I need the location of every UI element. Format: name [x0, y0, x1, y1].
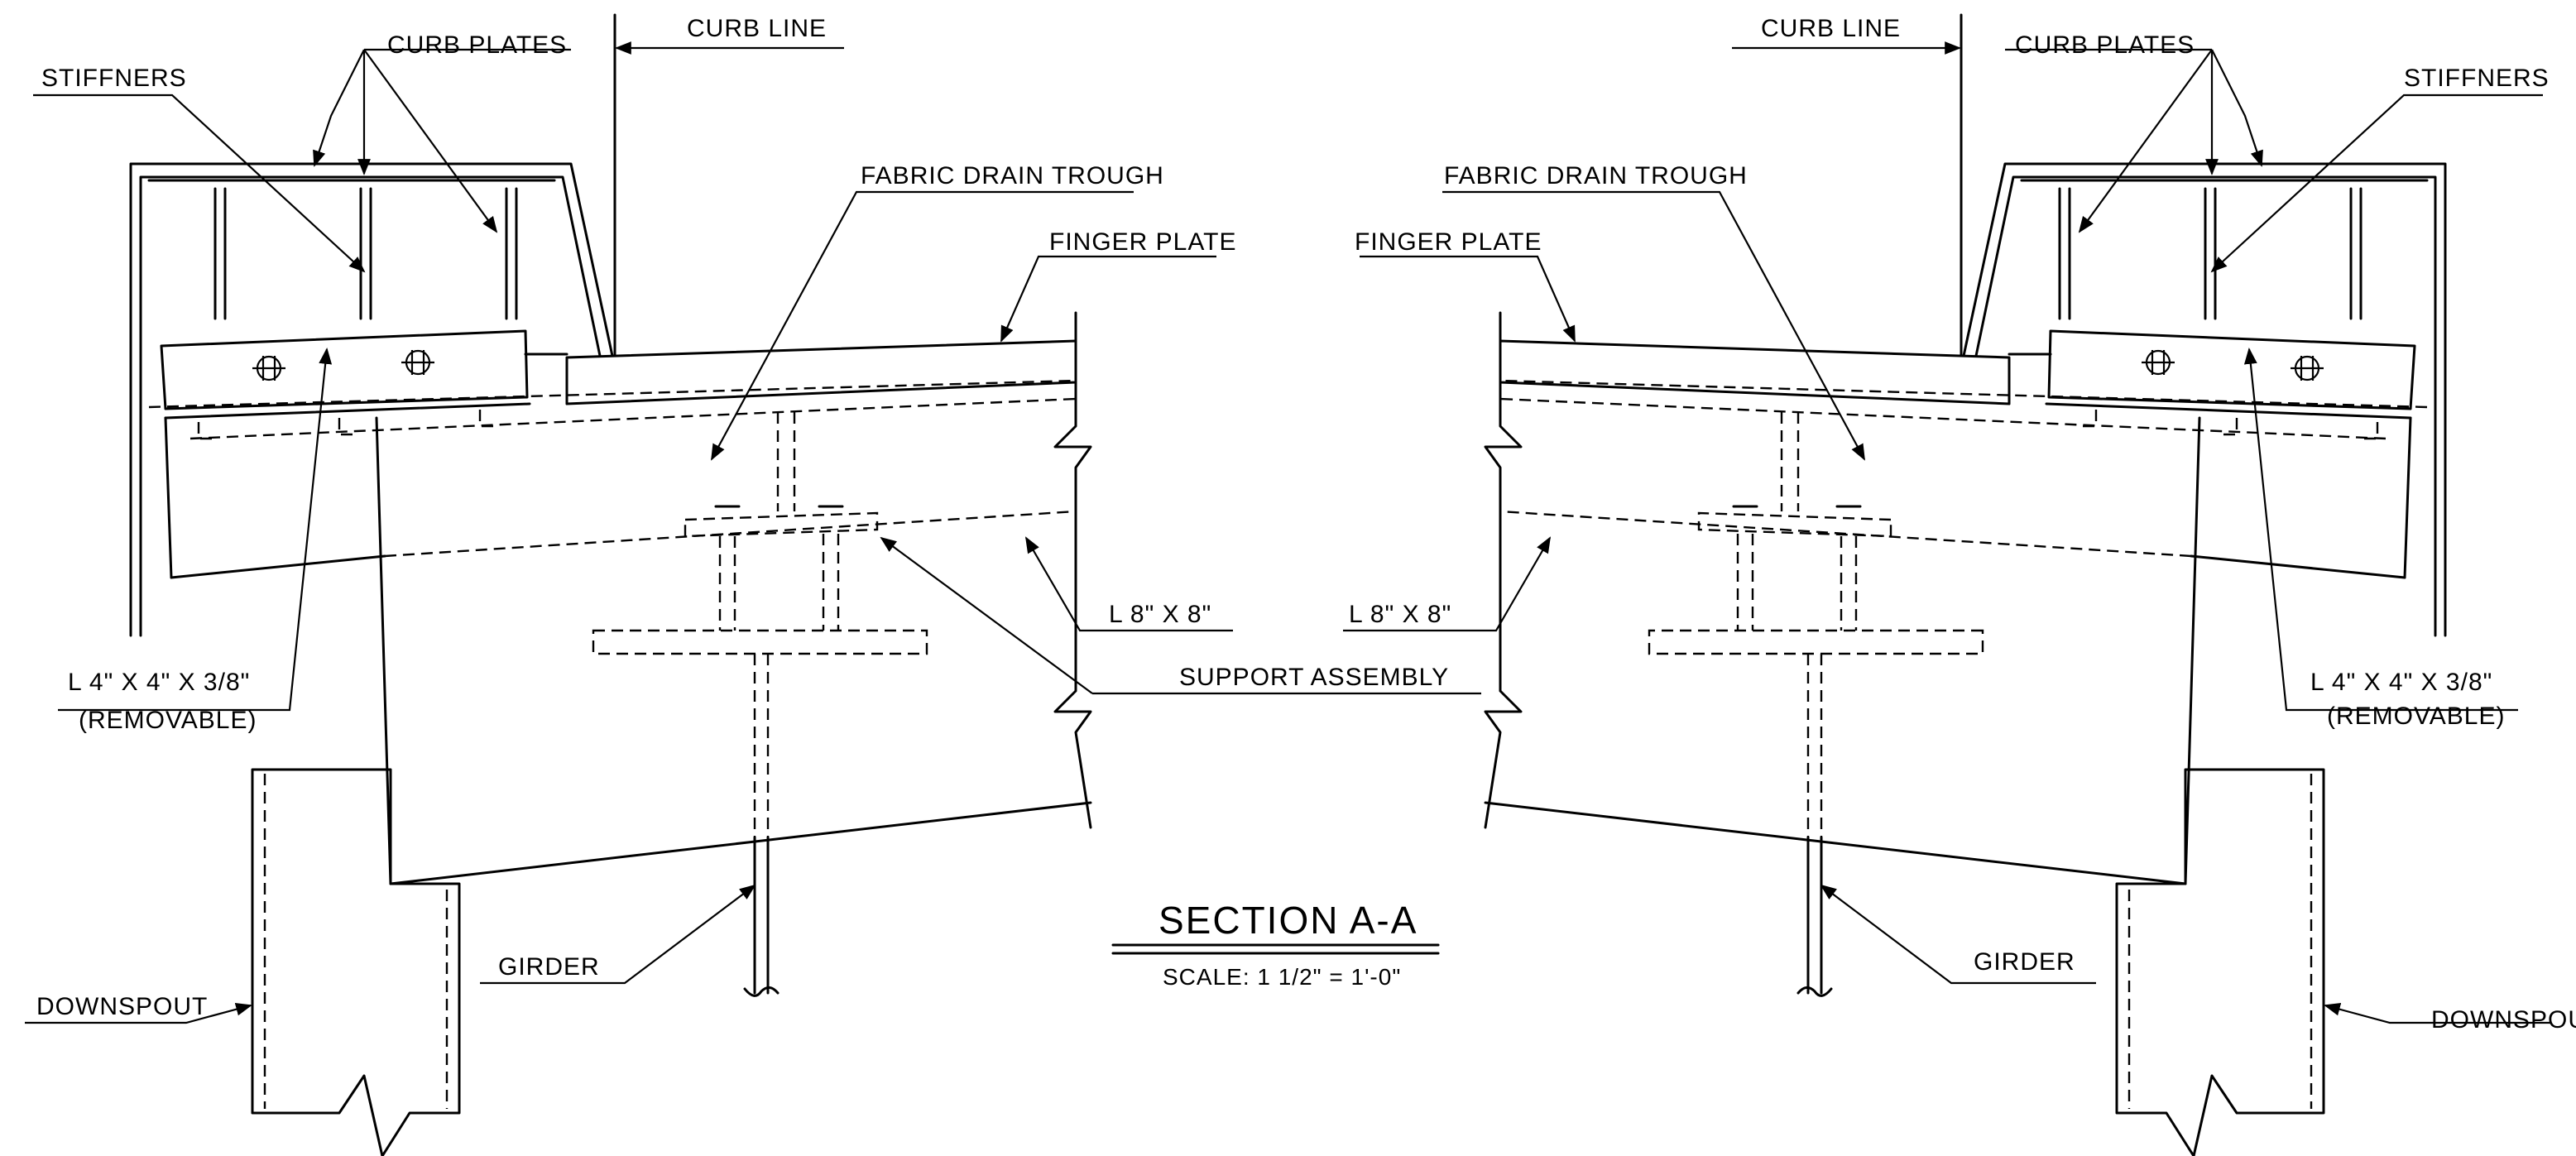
right-fabric-drain-trough-label: FABRIC DRAIN TROUGH — [1444, 162, 1748, 189]
right-stiffener-1 — [2349, 187, 2363, 320]
left-stiffners-label: STIFFNERS — [41, 65, 187, 92]
support-assembly-label: SUPPORT ASSEMBLY — [1179, 664, 1449, 691]
right-bolt-1 — [2291, 355, 2324, 381]
left-girder-label: GIRDER — [498, 953, 600, 981]
left-girder-flange — [389, 801, 1092, 885]
left-girder-web-top — [375, 416, 392, 885]
left-support-base — [592, 629, 928, 655]
right-angle-8x8-label: L 8" X 8" — [1349, 601, 1451, 628]
right-removable-label: (REMOVABLE) — [2327, 703, 2505, 730]
right-stiffener-2 — [2204, 187, 2217, 320]
right-curb-line-label: CURB LINE — [1761, 15, 1901, 42]
right-downspout-label: DOWNSPOUT — [2431, 1006, 2576, 1034]
left-angle-plate — [160, 329, 529, 410]
left-downspout — [251, 768, 461, 1156]
right-girder-label: GIRDER — [1974, 948, 2075, 976]
right-support-base — [1648, 629, 1984, 655]
right-bolt-2 — [2142, 349, 2175, 376]
right-girder-stem — [1806, 836, 1823, 995]
left-break-line — [1053, 311, 1092, 829]
left-curb-line-label: CURB LINE — [687, 15, 827, 42]
section-title-block: SECTION A-A SCALE: 1 1/2" = 1'-0" — [1111, 899, 1440, 990]
left-curb-plates-label: CURB PLATES — [387, 31, 567, 59]
right-break-line — [1484, 311, 1523, 829]
left-bolt-1 — [252, 355, 285, 381]
right-joint-detail — [1343, 13, 2551, 1156]
right-support-plate — [1697, 511, 1892, 538]
left-removable-label: (REMOVABLE) — [79, 707, 257, 734]
left-curb-plate-inner — [139, 175, 602, 637]
left-downspout-label: DOWNSPOUT — [36, 993, 208, 1020]
right-finger-plate — [1499, 339, 2011, 405]
right-curb-plate-outer — [1962, 162, 2447, 637]
left-stiffener-1 — [213, 187, 227, 320]
left-joint-detail: CURB PLATES CURB LINE STIFFNERS FABRIC D… — [25, 13, 1236, 1156]
right-angle-plate — [2047, 329, 2416, 410]
left-stiffener-3 — [505, 187, 518, 320]
section-scale: SCALE: 1 1/2" = 1'-0" — [1163, 964, 1401, 990]
right-angle-4x4-label: L 4" X 4" X 3/8" — [2310, 669, 2492, 696]
right-curb-plate-inner — [1974, 175, 2437, 637]
left-support-plate — [684, 511, 879, 538]
left-girder-stem — [753, 836, 770, 995]
right-stiffners-label: STIFFNERS — [2404, 65, 2550, 92]
right-curb-plates-label: CURB PLATES — [2015, 31, 2195, 59]
left-curb-plate-outer — [129, 162, 614, 637]
section-title: SECTION A-A — [1158, 899, 1418, 942]
left-finger-plate — [565, 339, 1077, 405]
left-stiffener-2 — [359, 187, 372, 320]
right-downspout — [2115, 768, 2325, 1156]
left-angle-4x4-label: L 4" X 4" X 3/8" — [68, 669, 250, 696]
left-fabric-drain-trough-label: FABRIC DRAIN TROUGH — [861, 162, 1164, 189]
right-finger-plate-label: FINGER PLATE — [1355, 228, 1542, 256]
right-girder-web-top — [2184, 416, 2201, 885]
left-angle-8x8-label: L 8" X 8" — [1109, 601, 1211, 628]
right-girder-flange — [1484, 801, 2187, 885]
left-finger-plate-label: FINGER PLATE — [1049, 228, 1236, 256]
left-bolt-2 — [401, 349, 434, 376]
right-stiffener-3 — [2058, 187, 2071, 320]
